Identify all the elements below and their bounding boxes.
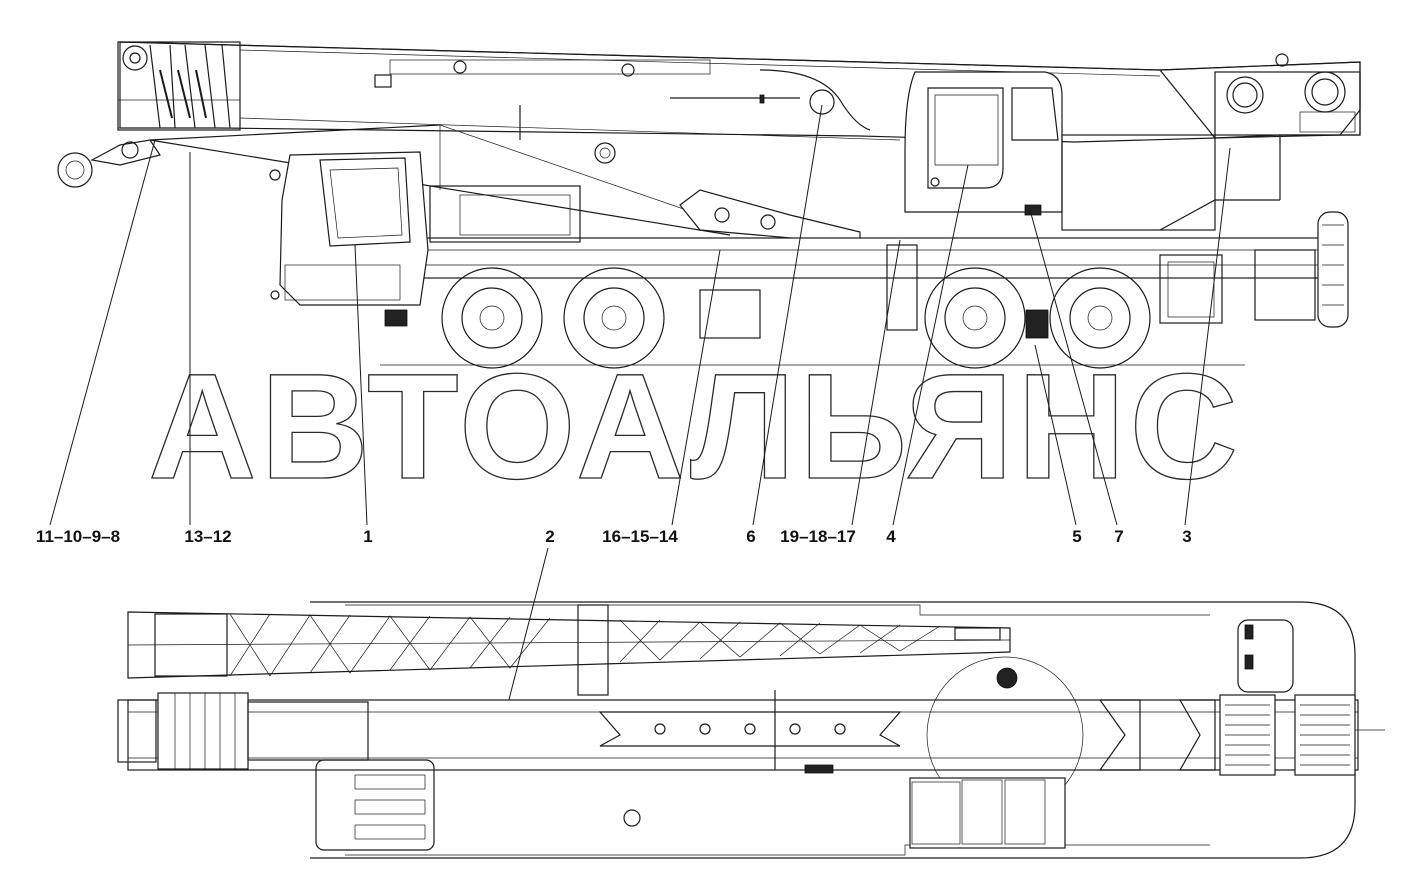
- main-boom: [57, 41, 1361, 200]
- luffing-cylinder: [679, 189, 861, 245]
- carrier-cab: [269, 151, 429, 306]
- boom-cables: [149, 105, 731, 236]
- crane-cab: [904, 71, 1280, 231]
- callout-4: 4: [886, 527, 896, 546]
- wheel-3: [924, 267, 1026, 369]
- wheel-4: [1049, 267, 1151, 369]
- carrier-chassis: [299, 185, 1349, 339]
- callout-19-18-17: 19–18–17: [780, 527, 856, 546]
- callout-11-10-9-8: 11–10–9–8: [36, 527, 120, 546]
- side-view: [57, 41, 1361, 369]
- callout-5: 5: [1072, 527, 1081, 546]
- top-view: [117, 601, 1385, 859]
- watermark-text: АВТОАЛЬЯНС: [148, 342, 1242, 510]
- callout-2: 2: [545, 527, 554, 546]
- cabs-top: [315, 619, 1294, 851]
- callout-1: 1: [363, 527, 372, 546]
- callout-6: 6: [746, 527, 755, 546]
- callout-labels: 11–10–9–8 13–12 1 16–15–14 6 19–18–17 4 …: [36, 527, 1192, 546]
- callout-3: 3: [1182, 527, 1191, 546]
- boom-top: [117, 656, 1385, 814]
- wheels: [441, 267, 1151, 369]
- callout-leaders: [49, 104, 1231, 716]
- callout-16-15-14: 16–15–14: [602, 527, 678, 546]
- callout-7: 7: [1114, 527, 1123, 546]
- callout-13-12: 13–12: [184, 527, 231, 546]
- lattice-jib: [127, 604, 1011, 696]
- wheel-1: [441, 267, 543, 369]
- wheel-2: [563, 267, 665, 369]
